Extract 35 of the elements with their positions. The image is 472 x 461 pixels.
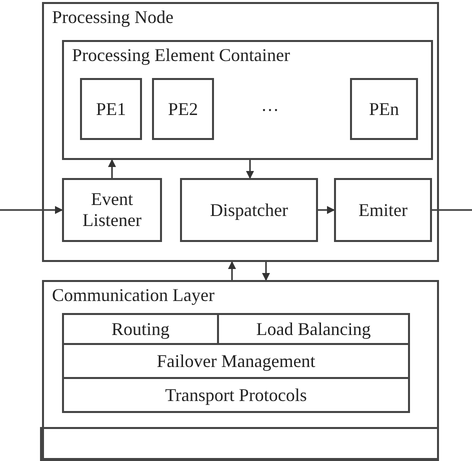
table-cell	[62, 377, 410, 413]
container-panel	[62, 40, 433, 160]
box-label: Event Listener	[82, 189, 142, 231]
connector-line	[432, 209, 472, 211]
box-label: PE1	[96, 98, 126, 120]
empty-band	[40, 427, 439, 461]
box-label: Emiter	[358, 200, 408, 220]
arrow	[246, 160, 254, 179]
box-label: PE2	[168, 98, 198, 120]
box-label: Load Balancing	[256, 318, 371, 340]
box-label: Routing	[111, 318, 170, 340]
component-box	[350, 78, 418, 140]
component-box	[152, 78, 214, 140]
arrow	[262, 262, 270, 281]
container-panel	[42, 2, 439, 262]
component-box	[80, 78, 142, 140]
panel-title: Processing Node	[52, 7, 174, 27]
box-label: Failover Management	[156, 350, 316, 372]
table-cell	[62, 313, 219, 345]
arrow	[108, 159, 116, 178]
arrow	[228, 261, 236, 280]
box-label: Transport Protocols	[165, 384, 307, 406]
container-panel	[42, 280, 439, 460]
panel-title: Communication Layer	[52, 285, 214, 305]
box-label: PEn	[368, 98, 399, 120]
box-label: Dispatcher	[210, 200, 288, 220]
ellipsis-text: ···	[261, 100, 279, 120]
component-box	[334, 178, 432, 242]
table-cell	[217, 313, 410, 345]
component-box	[62, 178, 162, 242]
component-box	[180, 178, 318, 242]
arrow	[0, 206, 63, 214]
table-cell	[62, 343, 410, 379]
arrow	[318, 206, 335, 214]
panel-title: Processing Element Container	[72, 45, 290, 65]
